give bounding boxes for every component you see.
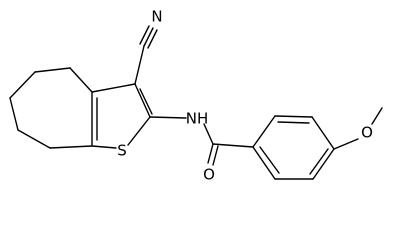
benzene-ring [252, 115, 335, 180]
bond [34, 67, 71, 73]
nitrile-group [134, 25, 158, 85]
bond [252, 146, 276, 180]
bond [212, 145, 219, 166]
thiophene-ring [91, 83, 153, 149]
bond [274, 115, 313, 118]
bond [311, 116, 335, 150]
bond [91, 83, 136, 93]
amide-linkage [149, 116, 254, 166]
bond [17, 129, 51, 149]
carbonyl-o-label: O [203, 166, 215, 184]
bond [147, 29, 158, 49]
bond [207, 143, 214, 164]
bond [127, 116, 151, 146]
bond [259, 146, 280, 174]
bond [312, 148, 335, 180]
bond [139, 88, 153, 115]
bond [252, 115, 276, 148]
nitrile-n-label: N [151, 8, 162, 26]
bond [49, 145, 93, 149]
bond [69, 67, 93, 93]
bond [277, 121, 310, 124]
bond [371, 107, 383, 125]
bond [134, 83, 151, 118]
methoxy-group [333, 107, 383, 150]
bond [203, 123, 214, 145]
bond [139, 25, 150, 45]
bond [333, 138, 359, 150]
sulfur-label: S [117, 142, 127, 160]
atom-labels: N S NH O O [117, 8, 373, 184]
bond [134, 45, 145, 85]
bond [9, 97, 19, 131]
bond [309, 148, 329, 175]
bond [143, 27, 154, 47]
bond [149, 116, 187, 119]
bond [91, 145, 117, 149]
amide-nh-label: NH [186, 110, 209, 128]
methoxy-o-label: O [361, 124, 373, 142]
bond [9, 71, 36, 99]
molecule-structure: N S NH O O [9, 8, 383, 184]
bond [212, 143, 254, 148]
cycloheptane-ring [9, 67, 93, 149]
